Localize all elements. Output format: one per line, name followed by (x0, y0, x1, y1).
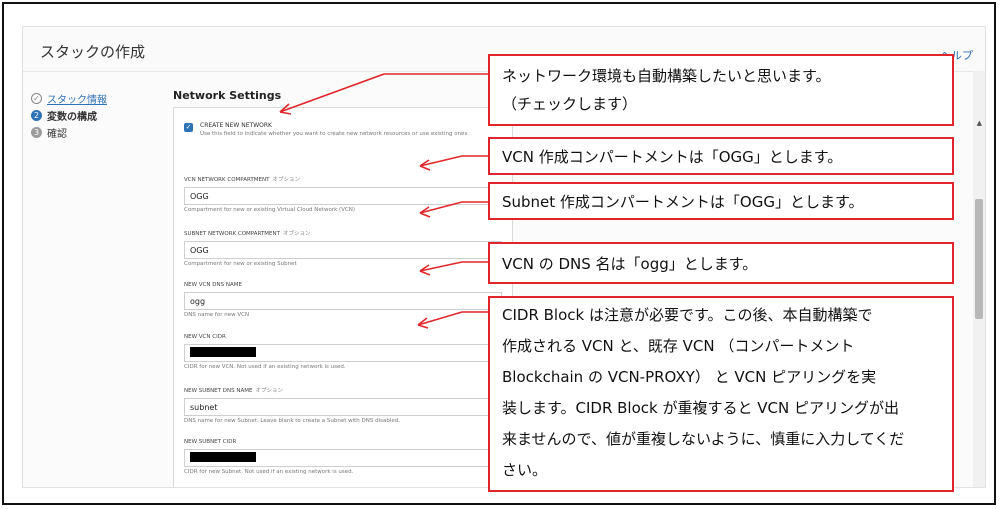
callout-create-network: ネットワーク環境も自動構築したいと思います。 （チェックします） (488, 54, 954, 126)
checkbox-label: CREATE NEW NETWORK (200, 122, 272, 129)
field-label: NEW SUBNET CIDR (184, 439, 237, 445)
step-stack-info[interactable]: ✓ スタック情報 (31, 91, 107, 106)
callout-line: 装します。CIDR Block が重複すると VCN ピアリングが出 (502, 399, 899, 417)
step-label: 確認 (47, 129, 67, 140)
redacted-value (190, 347, 256, 357)
callout-line: VCN 作成コンパートメントは「OGG」とします。 (502, 148, 843, 166)
vcn-compartment-select[interactable]: OGG⇕ (184, 187, 502, 205)
field-label: NEW VCN CIDR (184, 334, 226, 340)
vcn-cidr-input[interactable] (184, 344, 502, 362)
step-label: スタック情報 (47, 95, 107, 106)
step-review[interactable]: 3 確認 (31, 125, 107, 140)
field-help: Compartment for new or existing Subnet (184, 261, 297, 267)
field-help: DNS name for new VCN (184, 312, 250, 318)
callout-line: Subnet 作成コンパートメントは「OGG」とします。 (502, 193, 864, 211)
callout-line: Blockchain の VCN-PROXY） と VCN ピアリングを実 (502, 368, 877, 386)
check-circle-icon: ✓ (31, 93, 42, 104)
step-number-icon: 2 (31, 110, 42, 121)
network-settings-panel: ✓ CREATE NEW NETWORK Use this field to i… (173, 107, 513, 487)
scrollbar[interactable]: ▲ (973, 71, 985, 487)
subnet-compartment-select[interactable]: OGG⇕ (184, 241, 502, 259)
callout-subnet-compartment: Subnet 作成コンパートメントは「OGG」とします。 (488, 182, 954, 220)
field-help: DNS name for new Subnet. Leave blank to … (184, 418, 401, 424)
callout-line: 来ませんので、値が重複しないように、慎重に入力してくだ (502, 430, 905, 448)
callout-cidr-note: CIDR Block は注意が必要です。この後、本自動構築で 作成される VCN… (488, 296, 954, 492)
step-label: 変数の構成 (47, 112, 97, 123)
field-label: NEW VCN DNS NAME (184, 282, 242, 288)
scroll-up-icon[interactable]: ▲ (976, 119, 982, 127)
callout-line: ネットワーク環境も自動構築したいと思います。 (502, 67, 831, 85)
callout-vcn-compartment: VCN 作成コンパートメントは「OGG」とします。 (488, 137, 954, 175)
wizard-steps: ✓ スタック情報 2 変数の構成 3 確認 (31, 91, 107, 142)
callout-line: 作成される VCN と、既存 VCN （コンパートメント (502, 337, 855, 355)
vcn-cidr-field: NEW VCN CIDR CIDR for new VCN. Not used … (184, 334, 502, 370)
step-configure-variables[interactable]: 2 変数の構成 (31, 108, 107, 123)
subnet-cidr-field: NEW SUBNET CIDR CIDR for new Subnet. Not… (184, 439, 502, 475)
step-number-icon: 3 (31, 127, 42, 138)
field-help: CIDR for new VCN. Not used if an existin… (184, 364, 346, 370)
vcn-dns-input[interactable]: ogg (184, 292, 502, 310)
field-help: CIDR for new Subnet. Not used if an exis… (184, 469, 354, 475)
page-title: スタックの作成 (40, 43, 146, 61)
field-help: Compartment for new or existing Virtual … (184, 207, 356, 213)
section-title: Network Settings (173, 89, 282, 102)
vcn-dns-field: NEW VCN DNS NAME ogg DNS name for new VC… (184, 282, 502, 318)
subnet-cidr-input[interactable] (184, 449, 502, 467)
redacted-value (190, 452, 256, 462)
callout-line: VCN の DNS 名は「ogg」とします。 (502, 255, 758, 273)
callout-line: さい。 (502, 461, 548, 479)
scroll-thumb[interactable] (975, 199, 983, 319)
checkbox-help: Use this field to indicate whether you w… (200, 131, 468, 137)
callout-line: CIDR Block は注意が必要です。この後、本自動構築で (502, 306, 873, 324)
callout-vcn-dns: VCN の DNS 名は「ogg」とします。 (488, 242, 954, 284)
subnet-dns-input[interactable]: subnet (184, 398, 502, 416)
create-network-checkbox[interactable]: ✓ (184, 123, 193, 132)
callout-line: （チェックします） (502, 95, 638, 113)
